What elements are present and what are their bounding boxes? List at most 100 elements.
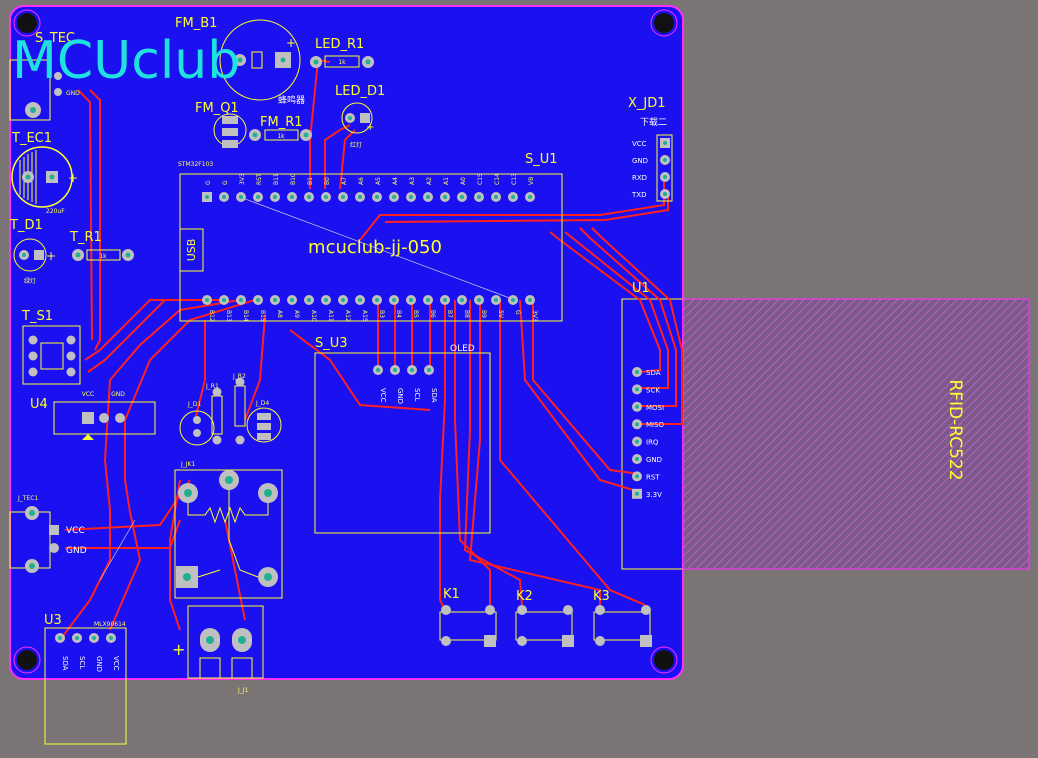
stm-bottom-pad bbox=[219, 295, 229, 305]
x-jd1-pad bbox=[660, 172, 670, 182]
pin-label: B15 bbox=[259, 310, 266, 322]
j-jk1-relay bbox=[174, 469, 283, 599]
stm-top-pad bbox=[304, 192, 314, 202]
pin-label: G bbox=[205, 180, 212, 185]
buzzer: + bbox=[219, 19, 301, 101]
svg-text:1k: 1k bbox=[338, 59, 346, 66]
pin-label: SCL bbox=[78, 656, 86, 669]
stm-bottom-pad bbox=[457, 295, 467, 305]
rfid-pad bbox=[632, 401, 642, 412]
mcuclub-logo: MCUclub bbox=[12, 31, 240, 91]
stm-bottom-pad bbox=[253, 295, 263, 305]
stm-top-pad bbox=[372, 192, 382, 202]
svg-text:VCC: VCC bbox=[82, 391, 94, 398]
oled-pad bbox=[373, 365, 383, 375]
pin-label: 3V3 bbox=[239, 173, 246, 185]
led-d1: + bbox=[341, 102, 374, 134]
silk-title: mcuclub-jj-050 bbox=[308, 237, 442, 258]
stm-bottom-pad bbox=[423, 295, 433, 305]
pin-label: A0 bbox=[460, 177, 467, 185]
rfid-pad bbox=[632, 436, 642, 447]
ref-s-tec: S_TEC bbox=[35, 31, 75, 46]
mounting-holes bbox=[13, 9, 678, 674]
pin-label: B3 bbox=[378, 310, 385, 318]
pin-label: GND bbox=[95, 656, 103, 672]
pin-label: IRQ bbox=[646, 439, 659, 447]
t-ec1-capacitor: + bbox=[11, 146, 78, 208]
pin-label: B9 bbox=[480, 310, 487, 318]
ref-u1: U1 bbox=[632, 281, 650, 296]
ref-s-u1: S_U1 bbox=[525, 152, 558, 167]
pin-label: A7 bbox=[341, 177, 348, 185]
key-switches bbox=[439, 605, 652, 647]
stm-bottom-pad bbox=[355, 295, 365, 305]
ref-t-s1: T_S1 bbox=[21, 309, 53, 324]
ref-j-d1: J_D1 bbox=[187, 401, 201, 408]
ref-s-u3: S_U3 bbox=[315, 336, 348, 351]
ref-j-r2: J_R2 bbox=[232, 373, 246, 380]
pin-label: VB bbox=[528, 177, 535, 185]
t-s1-switch bbox=[22, 325, 81, 385]
oled-label: OLED bbox=[450, 344, 475, 354]
pin-label: B5 bbox=[412, 310, 419, 318]
x-jd1-pad bbox=[660, 138, 670, 148]
stm-top-pad bbox=[202, 192, 212, 202]
pin-label: A3 bbox=[409, 177, 416, 185]
rfid-label: RFID-RC522 bbox=[945, 379, 965, 480]
pin-label: 3.3V bbox=[646, 491, 662, 499]
key-k2 bbox=[515, 605, 574, 647]
j-section-parts bbox=[179, 377, 282, 446]
pin-label: G bbox=[514, 310, 521, 315]
stm-bottom-pad bbox=[508, 295, 518, 305]
t-r1-resistor: 1k bbox=[72, 249, 134, 261]
svg-text:1k: 1k bbox=[99, 253, 107, 260]
pin-label: MOSI bbox=[646, 404, 664, 412]
u4-module: VCC GND bbox=[53, 391, 156, 440]
ref-k2: K2 bbox=[516, 589, 533, 604]
ref-j-tec1: J_TEC1 bbox=[17, 495, 38, 502]
ref-t-d1: T_D1 bbox=[9, 218, 43, 233]
j-tec1-connector: VCC GND bbox=[9, 506, 87, 573]
rfid-pad bbox=[632, 367, 642, 377]
rfid-pad bbox=[632, 384, 642, 395]
pin-label: VCC bbox=[112, 656, 120, 671]
pin-label: B13 bbox=[225, 310, 232, 322]
rfid-pad bbox=[632, 419, 642, 430]
ref-j-d4: J_D4 bbox=[255, 400, 269, 407]
ref-fm-b1: FM_B1 bbox=[175, 16, 217, 31]
pin-label: A1 bbox=[443, 177, 450, 185]
svg-text:+: + bbox=[286, 36, 296, 50]
stm-top-pad bbox=[219, 192, 229, 202]
u3-pad bbox=[72, 633, 82, 643]
ref-u3: U3 bbox=[44, 613, 62, 628]
stm-bottom-pad bbox=[525, 295, 535, 305]
rfid-pad bbox=[632, 488, 642, 499]
pin-label: B11 bbox=[273, 173, 280, 185]
ref-k3: K3 bbox=[593, 589, 610, 604]
rfid-pad bbox=[632, 454, 642, 464]
svg-text:GND: GND bbox=[111, 391, 125, 398]
pin-label: A2 bbox=[426, 177, 433, 185]
ref-t-r1: T_R1 bbox=[69, 230, 102, 245]
pin-label: A4 bbox=[392, 177, 399, 185]
stm-top-pad bbox=[491, 192, 501, 202]
svg-text:VCC: VCC bbox=[66, 526, 85, 536]
ref-j-r1: J_R1 bbox=[205, 383, 219, 390]
u3-pad bbox=[55, 633, 65, 643]
green-led-label: 绿灯 bbox=[24, 277, 36, 285]
stm-top-pad bbox=[253, 192, 263, 202]
stm-top-pad bbox=[525, 192, 535, 202]
pin-label: A15 bbox=[361, 310, 368, 322]
pin-label: A6 bbox=[358, 177, 365, 185]
pin-label: VCC bbox=[379, 388, 387, 403]
key-k3 bbox=[593, 605, 652, 647]
pin-label: 5V bbox=[497, 310, 504, 319]
ref-u4: U4 bbox=[30, 397, 48, 412]
